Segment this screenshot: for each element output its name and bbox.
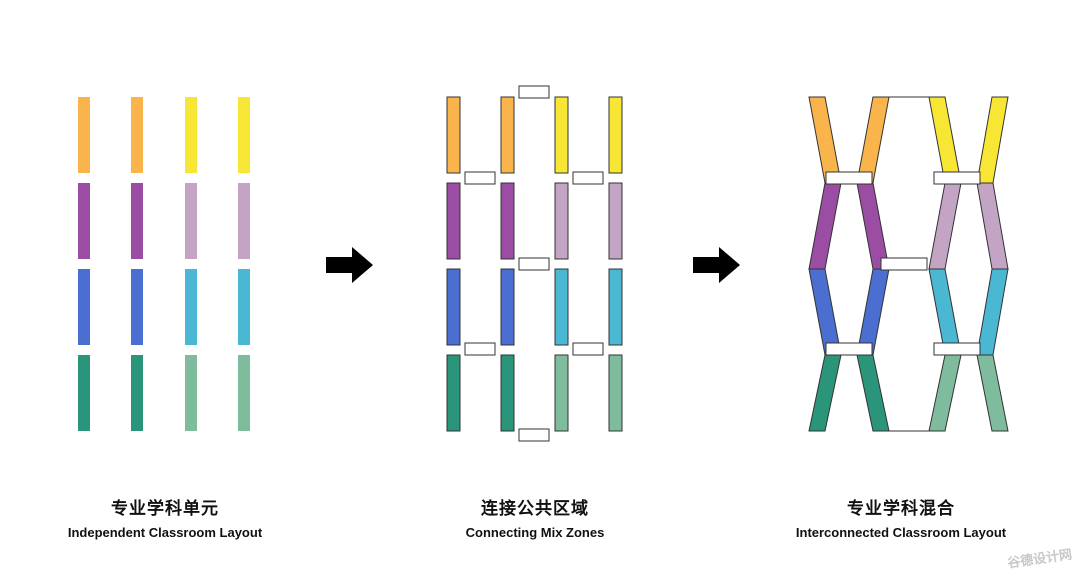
interconnected-bar [976,96,1009,184]
mix-zone-box [518,257,550,271]
mix-zone-box [518,428,550,442]
classroom-bar [238,355,250,431]
classroom-bar [554,96,569,174]
mix-zone-box [464,342,496,356]
classroom-bar [446,354,461,432]
caption-cn: 专业学科混合 [847,499,955,519]
caption-cn: 连接公共区域 [481,499,589,519]
classroom-bar [446,182,461,260]
interconnected-bar [976,182,1009,270]
classroom-bar [446,268,461,346]
classroom-bar [131,97,143,173]
classroom-bar [185,269,197,345]
classroom-bar [446,96,461,174]
interconnected-bar [856,96,890,184]
classroom-bar [500,268,515,346]
caption-independent: 专业学科单元 Independent Classroom Layout [25,494,305,540]
classroom-bar [554,354,569,432]
classroom-bar [608,268,623,346]
caption-mix-zones: 连接公共区域 Connecting Mix Zones [395,494,675,540]
classroom-bar [500,96,515,174]
interconnected-bar [976,268,1009,356]
right-arrow-icon [326,247,373,283]
mix-zone-box [880,257,928,271]
classroom-bar [78,269,90,345]
classroom-bar [131,269,143,345]
classroom-bar [238,97,250,173]
classroom-bar [554,268,569,346]
classroom-bar [500,182,515,260]
mix-zone-box [464,171,496,185]
caption-interconnected: 专业学科混合 Interconnected Classroom Layout [761,494,1041,540]
classroom-bar [78,183,90,259]
interconnected-bar [856,268,890,356]
interconnected-bar [976,354,1009,432]
classroom-bar [78,355,90,431]
classroom-bar [608,354,623,432]
classroom-bar [78,97,90,173]
interconnected-bar [928,268,962,356]
caption-cn: 专业学科单元 [111,499,219,519]
caption-en: Connecting Mix Zones [465,525,605,540]
interconnected-bar [808,182,842,270]
interconnected-bar [808,268,842,356]
classroom-bar [608,182,623,260]
classroom-bar [185,355,197,431]
mix-zone-box [572,171,604,185]
interconnected-bar [928,354,962,432]
classroom-bar [185,97,197,173]
right-arrow-icon [693,247,740,283]
classroom-bar [185,183,197,259]
independent-layout-panel [78,97,250,431]
interconnected-layout-panel [808,96,1009,432]
interconnected-bar [808,96,842,184]
mix-zone-box [572,342,604,356]
interconnected-bar [928,96,962,184]
mix-zone-box [933,342,981,356]
classroom-bar [554,182,569,260]
mix-zone-box [933,171,981,185]
interconnected-bar [856,354,890,432]
interconnected-bar [928,182,962,270]
mix-zone-box [825,342,873,356]
classroom-bar [131,183,143,259]
classroom-bar [131,355,143,431]
mix-zones-panel [446,85,623,442]
interconnected-bar [856,182,890,270]
mix-zone-box [518,85,550,99]
classroom-bar [238,269,250,345]
classroom-bar [238,183,250,259]
interconnected-bar [808,354,842,432]
mix-zone-box [825,171,873,185]
classroom-bar [500,354,515,432]
classroom-bar [608,96,623,174]
caption-en: Independent Classroom Layout [67,525,263,540]
caption-en: Interconnected Classroom Layout [795,525,1007,540]
